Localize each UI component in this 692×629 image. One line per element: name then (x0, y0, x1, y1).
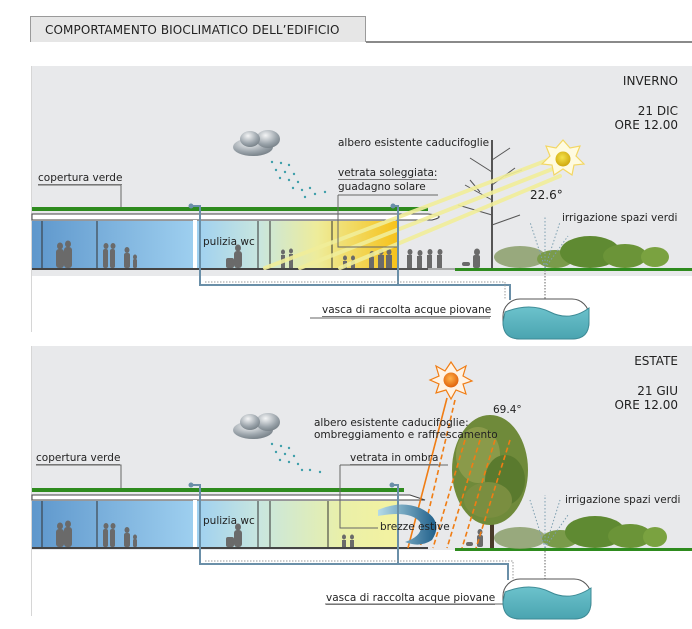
sprinkler-spray (529, 216, 569, 269)
wall-gap (193, 500, 197, 549)
breeze-label: brezze estive (380, 521, 450, 533)
glazing-label-2: guadagno solare (338, 181, 426, 193)
glazing-label: vetrata in ombra (350, 452, 439, 465)
tree-label: albero esistente caducifoglie: (314, 417, 469, 429)
pipe-inlet (188, 482, 194, 488)
wc-label: pulizia wc (203, 236, 255, 248)
breeze-arrow-icon (378, 504, 437, 545)
rainwater-pipe (191, 205, 511, 300)
bushes (494, 516, 667, 549)
tree-label-2: ombreggiamento e raffrescamento (314, 429, 498, 441)
leader-lines (38, 184, 490, 319)
wc-label: pulizia wc (203, 515, 255, 527)
summer-sun-rays (407, 397, 511, 549)
mullions (41, 221, 333, 269)
winter-sun-rays (263, 158, 562, 270)
tank-label: vasca di raccolta acque piovane (322, 304, 492, 317)
green-ground (455, 268, 692, 271)
rain-drops (270, 442, 322, 474)
tree-label: albero esistente caducifoglie (338, 137, 490, 149)
winter-date: 21 DIC (637, 104, 678, 118)
glazing-label: vetrata soleggiata: (338, 167, 438, 180)
winter-section-drawing (31, 130, 692, 340)
glazing-facade (32, 501, 398, 548)
header-rule (366, 41, 692, 43)
bushes (494, 236, 669, 268)
glazing-facade (32, 221, 398, 269)
pipe-inlet (390, 203, 396, 209)
green-ground (455, 548, 692, 551)
summer-sun-angle: 69.4° (493, 404, 522, 416)
people-silhouettes (56, 520, 483, 547)
floor-line (32, 268, 428, 270)
mullions (41, 501, 329, 548)
tank-label: vasca di raccolta acque piovane (326, 592, 496, 605)
cloud-icon (233, 130, 280, 156)
irrigation-label: irrigazione spazi verdi (562, 212, 678, 224)
pipe-inlet (389, 482, 395, 488)
roof-slab (31, 213, 440, 221)
green-roof (32, 488, 404, 492)
irrigation-label: irrigazione spazi verdi (565, 494, 681, 506)
dashed-pipe (205, 281, 506, 300)
sprinkler-spray (529, 495, 569, 549)
winter-sun-icon (540, 139, 586, 176)
winter-sun-angle: 22.6° (530, 188, 563, 202)
wall-gap (193, 220, 197, 270)
floor-line (32, 547, 428, 549)
summer-time: ORE 12.00 (614, 398, 678, 412)
left-rule (31, 66, 32, 332)
section-title: COMPORTAMENTO BIOCLIMATICO DELL’EDIFICIO (45, 23, 340, 37)
summer-date: 21 GIU (637, 384, 678, 398)
summer-sun-icon (428, 360, 474, 401)
section-title-tab: COMPORTAMENTO BIOCLIMATICO DELL’EDIFICIO (30, 16, 366, 42)
dashed-pipe (205, 560, 514, 580)
winter-season-label: INVERNO (622, 74, 678, 88)
winter-time: ORE 12.00 (614, 118, 678, 132)
green-roof-label: copertura verde (36, 452, 121, 465)
rainwater-tank-icon (502, 578, 592, 620)
left-rule (31, 346, 32, 616)
pipe-inlet (188, 203, 194, 209)
rainwater-pipe (191, 484, 509, 580)
cloud-icon (233, 413, 280, 439)
rainwater-tank-icon (502, 298, 590, 340)
summer-season-label: ESTATE (634, 354, 678, 368)
green-roof (32, 207, 428, 211)
green-roof-label: copertura verde (38, 172, 123, 185)
roof-slab (31, 494, 426, 501)
rain-drops (270, 160, 327, 199)
